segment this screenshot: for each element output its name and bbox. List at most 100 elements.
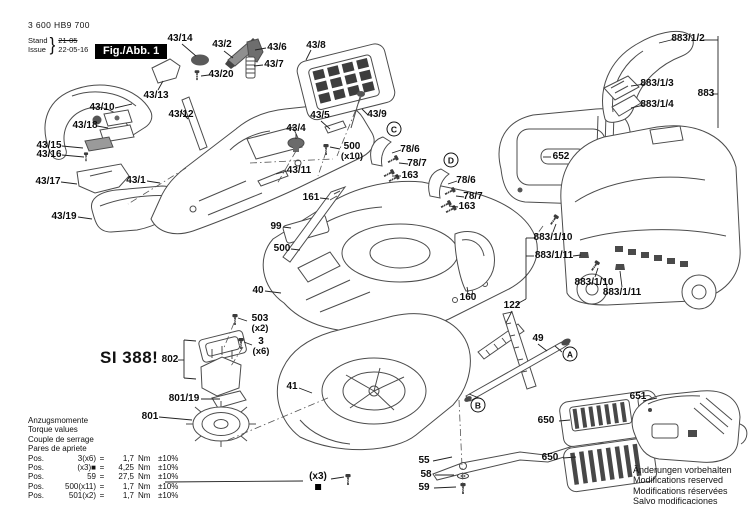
leader-line bbox=[164, 480, 304, 483]
callout-122: 122 bbox=[503, 300, 521, 311]
leader-line bbox=[77, 216, 93, 220]
leader-line bbox=[558, 419, 571, 422]
axis-line bbox=[127, 167, 187, 205]
callout-802: 802 bbox=[161, 354, 179, 365]
leader-line bbox=[183, 377, 197, 380]
callout-883-1-4: 883/1/4 bbox=[640, 99, 674, 110]
callout-43-4: 43/4 bbox=[286, 123, 306, 134]
callout-883-1-3: 883/1/3 bbox=[640, 78, 674, 89]
callout-43-6: 43/6 bbox=[267, 42, 287, 53]
leader-line bbox=[552, 223, 557, 233]
torque-cell: Pos. bbox=[28, 481, 45, 491]
sketch-handle-set bbox=[602, 30, 694, 123]
axis-line bbox=[230, 346, 244, 367]
sketch-rods-and-rack bbox=[464, 311, 571, 402]
leader-line bbox=[572, 254, 582, 257]
doc-header: 3 600 HB9 700 Stand Issue } 21-05 22-05-… bbox=[28, 20, 90, 55]
callout-43-20: 43/20 bbox=[208, 69, 234, 80]
leader-line bbox=[158, 416, 193, 421]
leader-line bbox=[466, 286, 469, 293]
leader-line bbox=[433, 486, 457, 489]
torque-cell: Pos. bbox=[28, 463, 45, 473]
torque-cell: 500(x11) bbox=[65, 481, 96, 491]
callout-43-2: 43/2 bbox=[212, 39, 232, 50]
sketch-upper-cover bbox=[150, 103, 375, 235]
axis-line bbox=[458, 399, 464, 489]
torque-cell: Pos. bbox=[28, 453, 45, 463]
sketch-upper-grip bbox=[44, 84, 153, 160]
torque-cell: 1,7 bbox=[122, 453, 134, 463]
callout-43-13: 43/13 bbox=[143, 90, 169, 101]
leader-line bbox=[619, 270, 623, 288]
callout-163: 163 bbox=[458, 201, 476, 212]
axis-line bbox=[222, 322, 235, 351]
leader-line bbox=[319, 197, 330, 200]
leader-line bbox=[181, 43, 197, 57]
torque-cell: Nm bbox=[138, 453, 151, 463]
leader-line bbox=[630, 83, 646, 87]
torque-cell: 501(x2) bbox=[68, 491, 96, 501]
torque-cell: = bbox=[99, 453, 105, 463]
torque-cell: Nm bbox=[138, 463, 151, 473]
torque-cell: = bbox=[99, 472, 105, 482]
figure-badge: Fig./Abb. 1 bbox=[95, 44, 168, 59]
torque-cell: Nm bbox=[138, 481, 151, 491]
callout-43-14: 43/14 bbox=[167, 33, 193, 44]
callout-43-17: 43/17 bbox=[35, 176, 61, 187]
callout-55: 55 bbox=[418, 455, 430, 466]
leader-line bbox=[96, 125, 109, 129]
sketch-batteries-charger bbox=[559, 390, 748, 493]
callout-3: 3(x6) bbox=[252, 336, 270, 357]
axis-line bbox=[249, 158, 334, 164]
torque-cell: 59 bbox=[87, 472, 96, 482]
leader-line bbox=[330, 476, 345, 480]
leader-line bbox=[432, 456, 453, 462]
callout-883-1-11: 883/1/11 bbox=[534, 250, 574, 261]
leader-line bbox=[237, 317, 248, 322]
stand-label: Stand bbox=[28, 36, 48, 45]
axis-line bbox=[534, 225, 544, 238]
callout-43-16: 43/16 bbox=[36, 149, 62, 160]
torque-cell: ±10% bbox=[158, 453, 179, 463]
torque-cell: ±10% bbox=[158, 472, 179, 482]
leader-line bbox=[275, 170, 288, 175]
issue-label: Issue bbox=[28, 45, 46, 54]
callout-58: 58 bbox=[420, 469, 432, 480]
axis-line bbox=[227, 396, 331, 441]
modification-note-line: Salvo modificaciones bbox=[633, 495, 718, 506]
leader-line bbox=[537, 343, 548, 352]
torque-cell: = bbox=[99, 481, 105, 491]
torque-cell: Pos. bbox=[28, 491, 45, 501]
sketch-flap-clusters bbox=[370, 136, 458, 216]
torque-cell: 1,7 bbox=[122, 491, 134, 501]
leader-line bbox=[305, 49, 312, 61]
callout-43-19: 43/19 bbox=[51, 211, 77, 222]
leader-line bbox=[594, 267, 599, 278]
leader-line bbox=[329, 146, 341, 150]
leader-line bbox=[61, 154, 85, 158]
leader-line bbox=[179, 110, 189, 120]
stand-value: 21-05 bbox=[58, 36, 78, 45]
callout-43-7: 43/7 bbox=[264, 59, 284, 70]
axis-line bbox=[276, 150, 297, 185]
callout-43-1: 43/1 bbox=[126, 175, 146, 186]
leader-line bbox=[658, 38, 676, 44]
leader-line bbox=[630, 104, 645, 109]
sketch-motor-assembly bbox=[186, 313, 256, 447]
modification-note-line: Modifications réservées bbox=[633, 485, 728, 496]
torque-title: Couple de serrage bbox=[28, 434, 94, 444]
issue-row: Stand Issue } 21-05 22-05-16 bbox=[28, 34, 90, 55]
axis-lines-layer bbox=[127, 96, 544, 489]
leader-line bbox=[157, 80, 164, 91]
axis-line bbox=[336, 96, 362, 157]
view-marker-B: B bbox=[470, 397, 486, 413]
torque-cell: (x3)■ bbox=[77, 463, 96, 473]
callout-801-19: 801/19 bbox=[168, 393, 200, 404]
